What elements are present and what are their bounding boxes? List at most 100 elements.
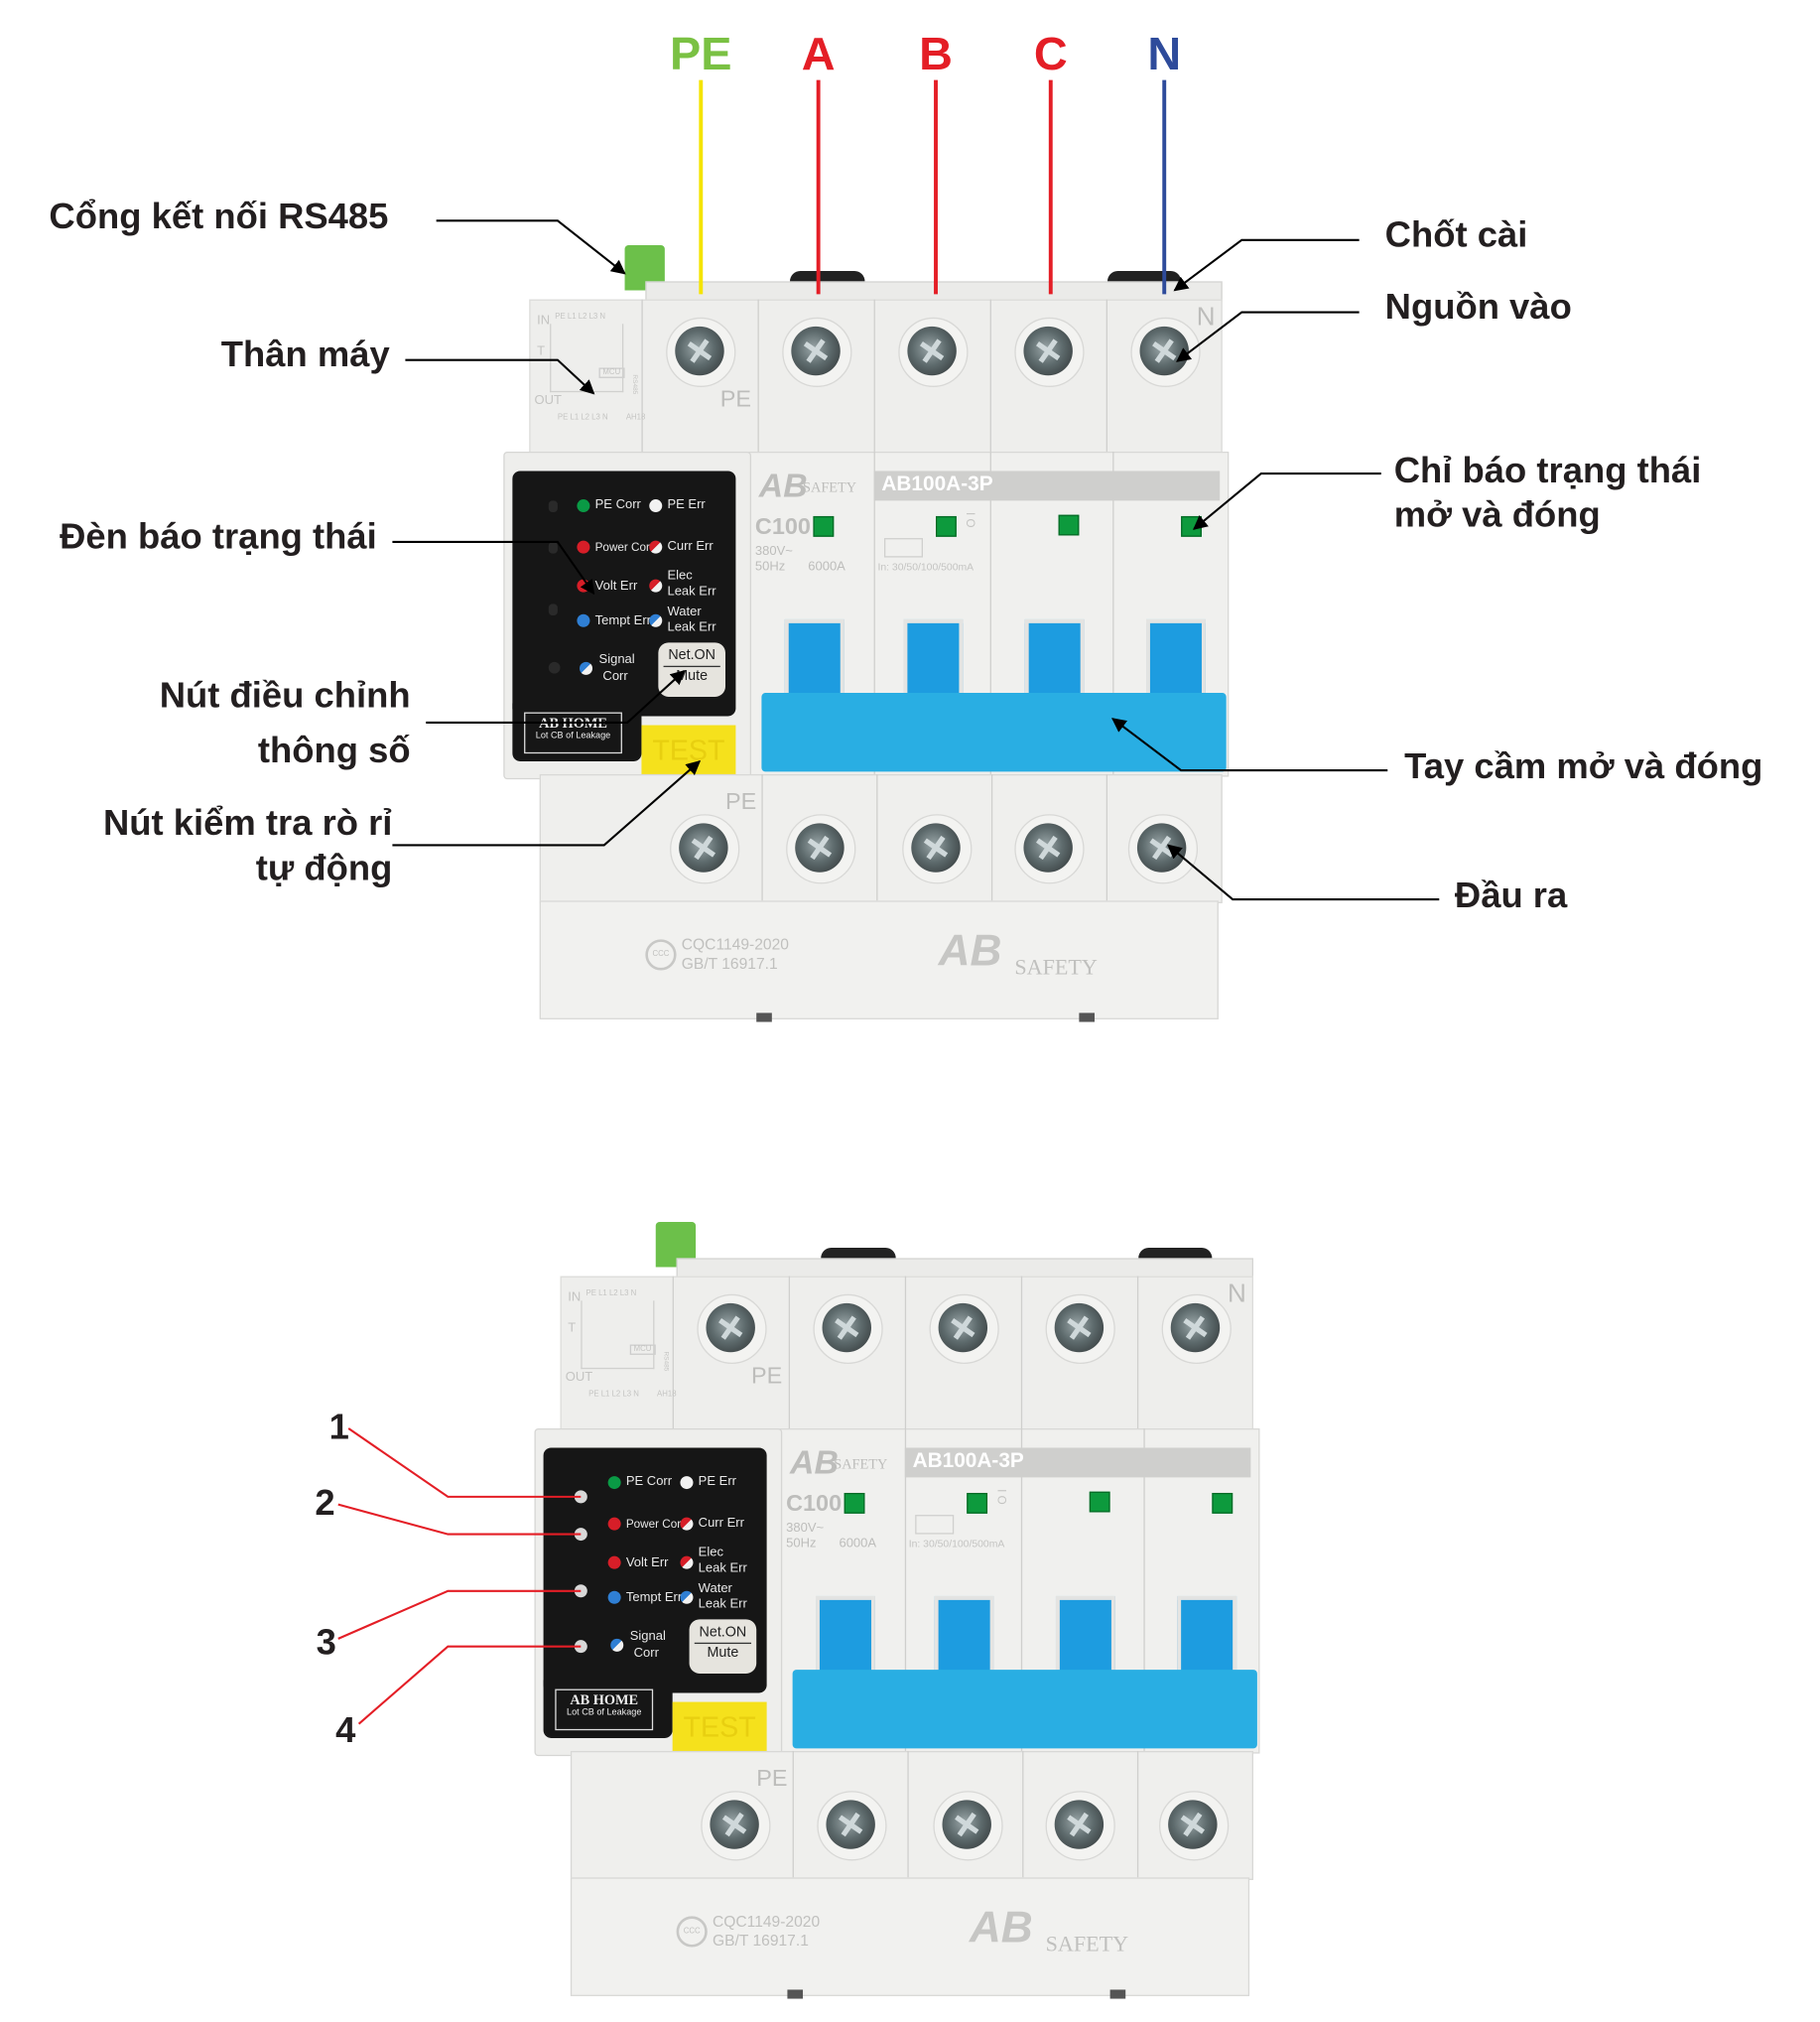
screw-icon xyxy=(826,1800,875,1849)
power-corr-label: Power Corr xyxy=(594,540,654,554)
status-led-2 xyxy=(574,1528,587,1542)
signal-corr-label-1: Signal xyxy=(629,1629,666,1645)
toggle-handle[interactable] xyxy=(1055,1595,1115,1681)
phase-label-c: C xyxy=(1033,27,1068,80)
terminal-ring xyxy=(1045,1293,1115,1364)
terminal-ring xyxy=(898,317,969,387)
screw-icon xyxy=(911,823,961,873)
volt-err-label: Volt Err xyxy=(625,1555,669,1570)
freq-label: 50Hz xyxy=(754,560,786,575)
voltage-label: 380V~ xyxy=(754,544,793,559)
status-led-1 xyxy=(574,1490,587,1504)
model-label: AB100A-3P xyxy=(912,1450,1024,1473)
callout-status-lights: Đèn báo trạng thái xyxy=(60,515,377,557)
status-led-4 xyxy=(574,1640,587,1654)
divider xyxy=(989,451,991,774)
open-close-indicator xyxy=(1181,515,1202,537)
pe-err-label: PE Err xyxy=(698,1474,736,1490)
mute-label: Mute xyxy=(707,1645,739,1661)
toggle-handle[interactable] xyxy=(816,1595,875,1681)
callout-leak-test-1: Nút kiểm tra rò rỉ xyxy=(102,802,393,843)
brand-subtitle: Lot CB of Leakage xyxy=(535,732,611,741)
screw-icon xyxy=(938,1302,988,1353)
schematic-bottom-terms: PE L1 L2 L3 N xyxy=(557,414,608,423)
screw-icon xyxy=(1023,326,1073,376)
curr-err-dot xyxy=(649,540,663,554)
terminal-ring xyxy=(902,814,973,884)
divider xyxy=(788,1276,791,1428)
schematic-mcu: MCU xyxy=(598,367,625,378)
screw-icon xyxy=(679,823,728,873)
on-off-mark: I O xyxy=(994,1489,1008,1505)
brand-name: AB HOME xyxy=(539,716,607,733)
button-divider xyxy=(694,1642,752,1644)
screw-icon xyxy=(942,1800,991,1849)
elec-leak-err-dot xyxy=(649,579,663,593)
screw-icon xyxy=(710,1800,759,1849)
screw-icon xyxy=(1136,823,1187,873)
toggle-handle[interactable] xyxy=(784,618,845,704)
leak-range-label: In: 30/50/100/500mA xyxy=(877,561,975,574)
leak-test-button[interactable]: TEST xyxy=(641,725,736,777)
pe-corr-dot xyxy=(607,1476,621,1490)
water-leak-err-label-1: Water xyxy=(667,605,702,619)
net-on-label: Net.ON xyxy=(668,647,716,664)
ab-logo-base: AB xyxy=(969,1903,1033,1953)
open-close-indicator xyxy=(1212,1492,1234,1514)
water-leak-err-dot xyxy=(649,613,663,627)
schematic-in: IN xyxy=(537,313,551,329)
toggle-handle[interactable] xyxy=(903,618,964,704)
callout-power-in: Nguồn vào xyxy=(1384,286,1572,327)
button-divider xyxy=(663,665,720,667)
status-led-4 xyxy=(548,661,561,674)
schematic-lines xyxy=(550,324,624,393)
schematic-model: AH18 xyxy=(625,414,646,423)
terminal-ring xyxy=(1014,814,1085,884)
screw-icon xyxy=(795,823,845,873)
tempt-err-dot xyxy=(577,613,590,627)
lower-terminal-block xyxy=(539,773,1223,903)
ab-logo: AB xyxy=(758,466,808,505)
base-housing xyxy=(539,900,1219,1019)
curr-err-dot xyxy=(680,1517,694,1531)
divider xyxy=(876,773,878,901)
signal-corr-label-2: Corr xyxy=(633,1646,659,1661)
handle-bar[interactable] xyxy=(761,693,1227,772)
model-label: AB100A-3P xyxy=(881,473,993,496)
toggle-handle[interactable] xyxy=(1146,618,1206,704)
mounting-foot xyxy=(1109,1989,1126,1999)
toggle-handle[interactable] xyxy=(1024,618,1085,704)
open-close-indicator xyxy=(936,515,957,537)
number-label-3: 3 xyxy=(316,1621,336,1663)
screw-icon xyxy=(706,1302,755,1353)
schematic-top-terms: PE L1 L2 L3 N xyxy=(555,313,606,322)
terminal-ring xyxy=(1159,1791,1230,1861)
handle-bar[interactable] xyxy=(792,1670,1257,1749)
base-housing xyxy=(570,1877,1250,1996)
elec-leak-err-label-2: Leak Err xyxy=(698,1560,747,1576)
open-close-indicator xyxy=(967,1492,988,1514)
safety-logo-text: SAFETY xyxy=(803,479,857,496)
lower-terminal-block xyxy=(570,1750,1253,1880)
water-leak-err-label-1: Water xyxy=(698,1581,732,1596)
breaking-capacity-label: 6000A xyxy=(839,1537,877,1551)
toggle-handle[interactable] xyxy=(1177,1595,1237,1681)
status-led-3 xyxy=(548,604,558,616)
status-led-2 xyxy=(548,541,558,554)
leak-range-label: In: 30/50/100/500mA xyxy=(908,1538,1005,1550)
schematic-model: AH18 xyxy=(657,1391,677,1400)
safety-logo-base: SAFETY xyxy=(1014,954,1098,980)
toggle-handle[interactable] xyxy=(934,1595,994,1681)
brand-badge: AB HOME Lot CB of Leakage xyxy=(555,1688,654,1731)
callout-indicator-2: mở và đóng xyxy=(1393,493,1601,535)
divider xyxy=(1020,1427,1023,1751)
freq-label: 50Hz xyxy=(786,1537,817,1551)
number-label-4: 4 xyxy=(335,1709,356,1750)
screw-icon xyxy=(1023,823,1073,873)
divider xyxy=(1136,1276,1139,1428)
leak-test-button[interactable]: TEST xyxy=(672,1701,767,1754)
screw-icon xyxy=(907,326,957,376)
safety-logo-text: SAFETY xyxy=(834,1456,888,1473)
